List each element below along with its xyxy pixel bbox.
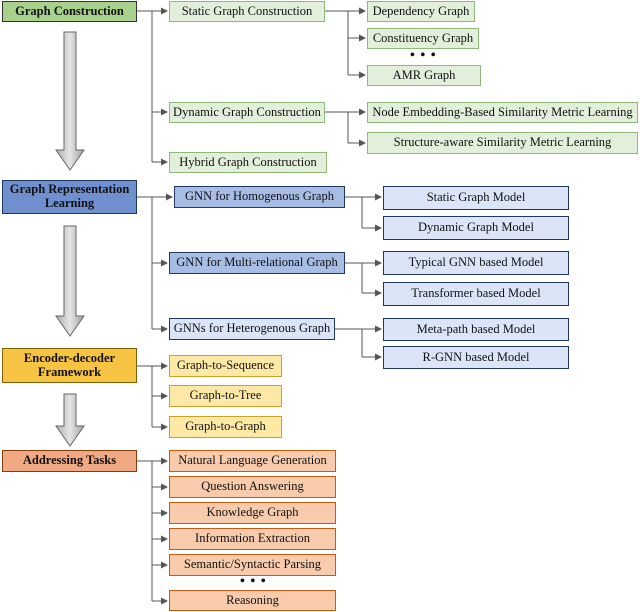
- structure-aware-similarity-node: Structure-aware Similarity Metric Learni…: [367, 132, 638, 154]
- information-extraction-node: Information Extraction: [169, 528, 336, 550]
- tasks-ellipsis: • • •: [240, 574, 267, 589]
- static-graph-ellipsis: • • •: [410, 48, 437, 63]
- graph-representation-learning-node: Graph Representation Learning: [2, 180, 137, 214]
- static-graph-construction-node: Static Graph Construction: [169, 1, 325, 22]
- addressing-tasks-node: Addressing Tasks: [2, 450, 137, 472]
- typical-gnn-model-node: Typical GNN based Model: [383, 251, 569, 275]
- gnn-heterogenous-node: GNNs for Heterogenous Graph: [169, 318, 335, 340]
- question-answering-node: Question Answering: [169, 476, 336, 498]
- dependency-graph-node: Dependency Graph: [367, 1, 475, 22]
- hybrid-graph-construction-node: Hybrid Graph Construction: [169, 152, 327, 173]
- constituency-graph-node: Constituency Graph: [367, 28, 479, 49]
- dynamic-graph-construction-node: Dynamic Graph Construction: [169, 102, 325, 123]
- graph-to-tree-node: Graph-to-Tree: [169, 385, 282, 407]
- semantic-syntactic-parsing-node: Semantic/Syntactic Parsing: [169, 554, 336, 576]
- reasoning-node: Reasoning: [169, 590, 336, 611]
- encoder-decoder-framework-node: Encoder-decoder Framework: [2, 348, 137, 383]
- dynamic-graph-model-node: Dynamic Graph Model: [383, 216, 569, 240]
- graph-construction-node: Graph Construction: [2, 1, 137, 22]
- static-graph-model-node: Static Graph Model: [383, 186, 569, 210]
- gnn-homogenous-node: GNN for Homogenous Graph: [174, 186, 345, 208]
- gnn-multi-relational-node: GNN for Multi-relational Graph: [169, 252, 345, 274]
- natural-language-generation-node: Natural Language Generation: [169, 450, 336, 472]
- graph-to-sequence-node: Graph-to-Sequence: [169, 355, 282, 377]
- flow-arrow-3: [55, 393, 85, 447]
- r-gnn-model-node: R-GNN based Model: [383, 346, 569, 369]
- amr-graph-node: AMR Graph: [367, 65, 481, 86]
- graph-to-graph-node: Graph-to-Graph: [169, 416, 282, 438]
- flow-arrow-1: [55, 31, 85, 171]
- meta-path-model-node: Meta-path based Model: [383, 318, 569, 341]
- transformer-model-node: Transformer based Model: [383, 282, 569, 306]
- flow-arrow-2: [55, 225, 85, 337]
- node-embedding-similarity-node: Node Embedding-Based Similarity Metric L…: [367, 102, 638, 123]
- knowledge-graph-node: Knowledge Graph: [169, 502, 336, 524]
